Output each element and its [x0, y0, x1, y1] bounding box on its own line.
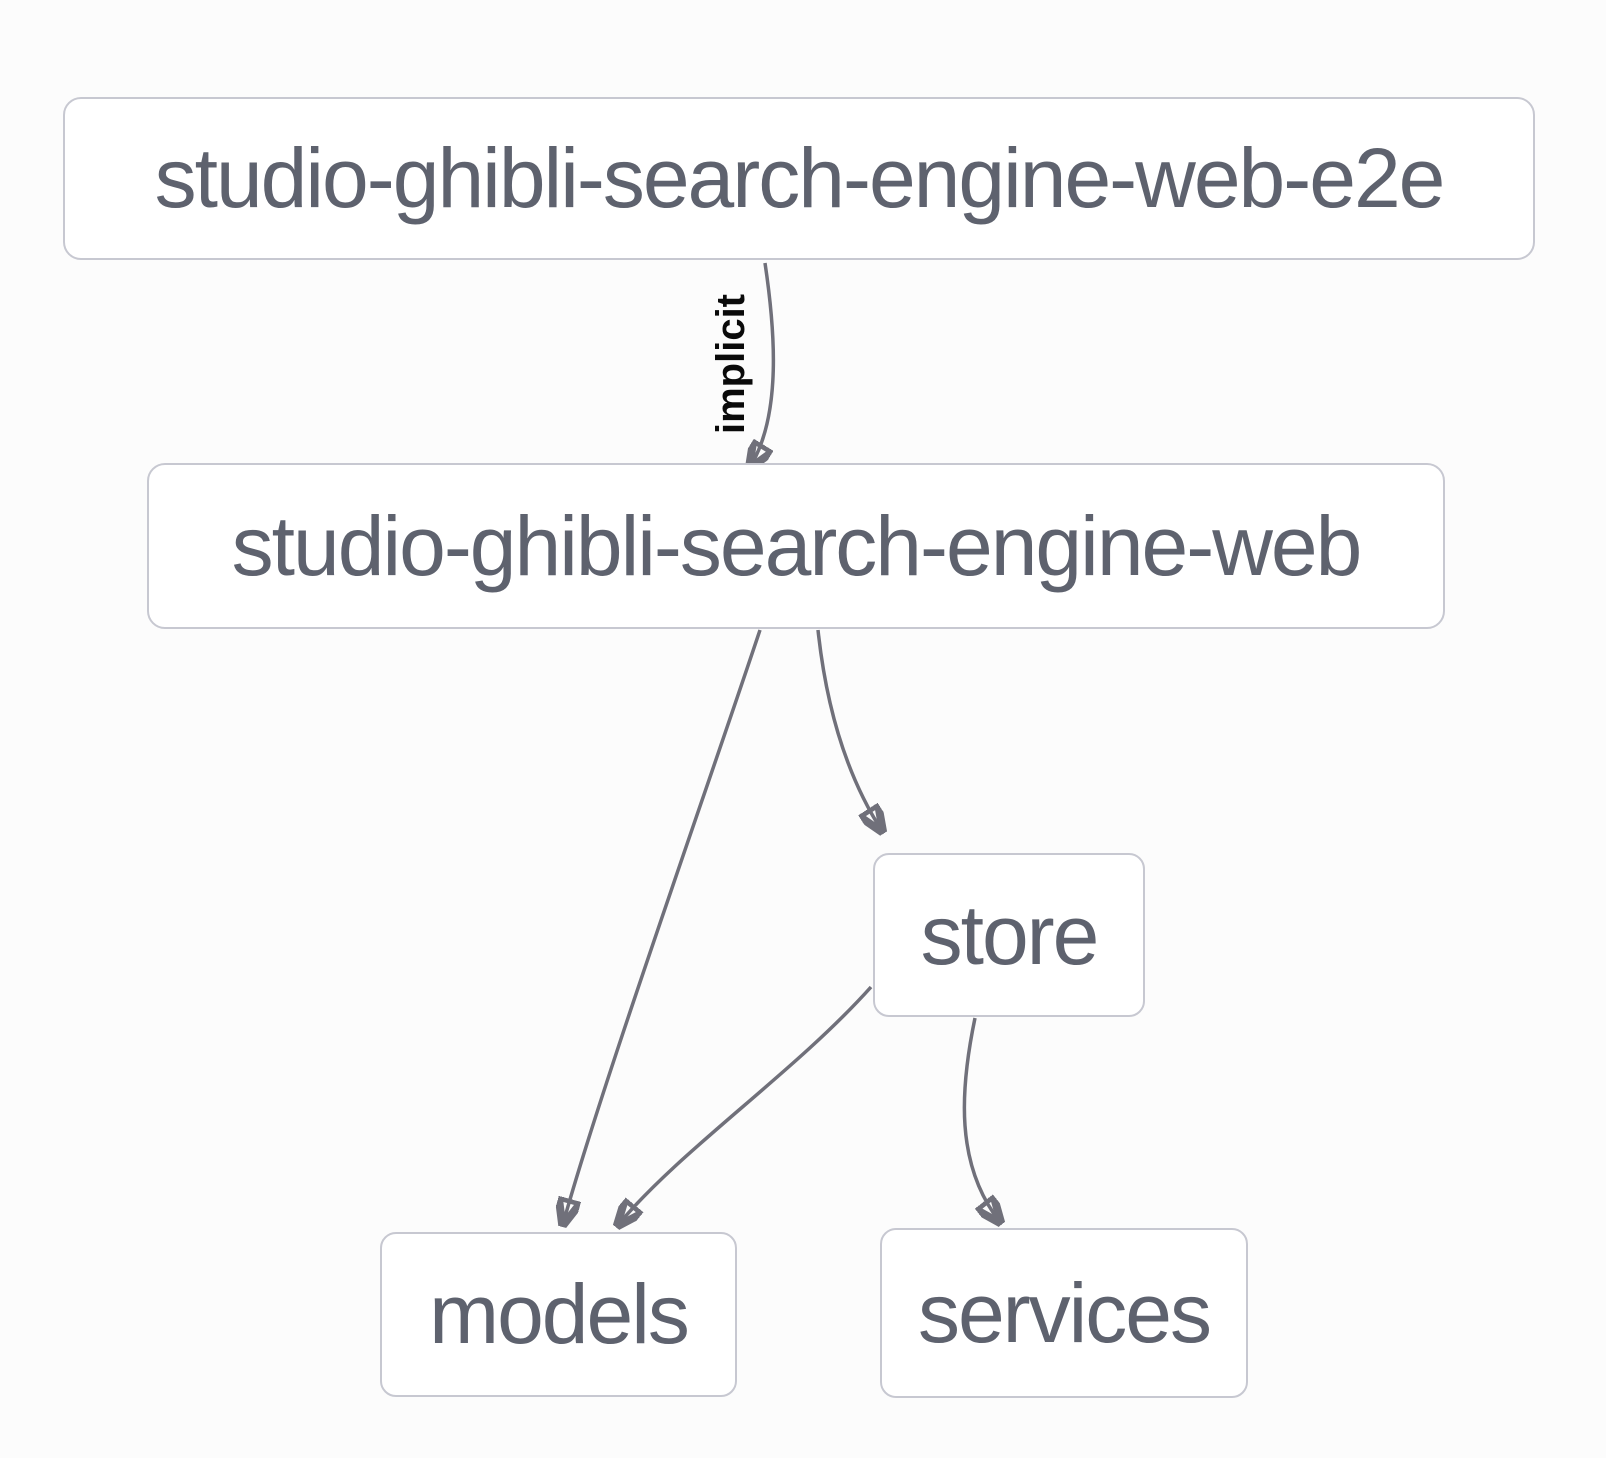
edge-web-to-store — [816, 629, 882, 831]
node-studio-ghibli-search-engine-web[interactable]: studio-ghibli-search-engine-web — [147, 463, 1445, 629]
node-studio-ghibli-search-engine-web-e2e[interactable]: studio-ghibli-search-engine-web-e2e — [63, 97, 1535, 260]
node-label: studio-ghibli-search-engine-web-e2e — [154, 131, 1446, 225]
node-label: studio-ghibli-search-engine-web — [231, 498, 1363, 593]
node-services[interactable]: services — [880, 1228, 1248, 1398]
node-label: store — [920, 887, 1100, 982]
edge-store-to-services — [962, 1017, 1000, 1222]
node-label: services — [917, 1265, 1212, 1360]
edge-label-implicit: implicit — [709, 293, 753, 435]
edge-web-to-models — [563, 629, 762, 1224]
node-store[interactable]: store — [873, 853, 1145, 1017]
node-models[interactable]: models — [380, 1232, 737, 1397]
node-label: models — [429, 1267, 690, 1361]
edge-store-to-models — [618, 985, 873, 1225]
edge-e2e-to-web — [750, 262, 776, 467]
